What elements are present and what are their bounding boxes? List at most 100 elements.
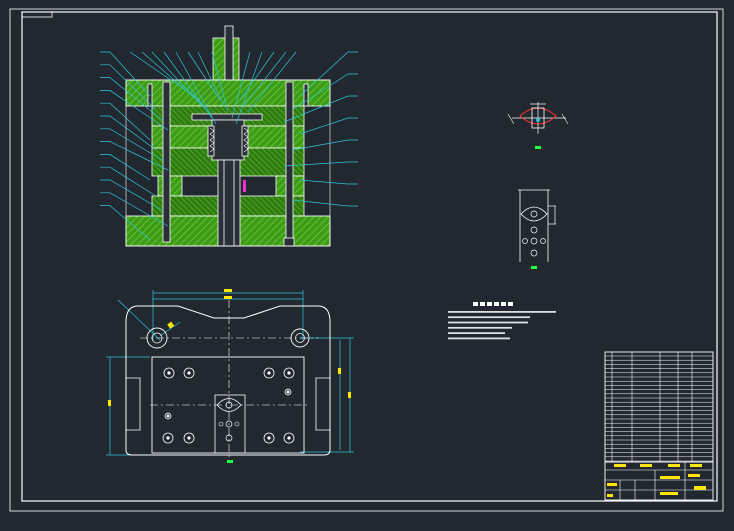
leader-line bbox=[235, 51, 263, 125]
screw-left-top bbox=[147, 83, 153, 107]
leader-line bbox=[299, 179, 358, 185]
leader-line bbox=[197, 51, 225, 107]
text-line bbox=[448, 326, 512, 329]
screw-hole bbox=[283, 432, 295, 444]
title-cell-label bbox=[668, 464, 680, 467]
die-set-outline bbox=[125, 305, 331, 456]
part-profile-plan bbox=[216, 398, 242, 412]
text-line bbox=[448, 332, 505, 334]
leader-line bbox=[100, 192, 169, 227]
title-cell-label bbox=[688, 474, 700, 477]
screw-hole-center bbox=[166, 414, 170, 418]
part-hole-plan bbox=[225, 420, 233, 428]
leader-line bbox=[100, 64, 157, 111]
leader-line bbox=[100, 179, 163, 211]
ejector-rod bbox=[224, 25, 234, 87]
leader-line bbox=[100, 141, 169, 171]
dim-label-width-2 bbox=[224, 296, 232, 299]
strip-hole bbox=[540, 238, 546, 244]
corner-label-box bbox=[21, 11, 53, 18]
leader-line bbox=[283, 161, 358, 167]
strip-hole bbox=[530, 210, 538, 218]
center-punch bbox=[217, 159, 241, 247]
leader-line bbox=[100, 102, 151, 141]
punch-body bbox=[211, 119, 245, 161]
heading-glyph bbox=[480, 302, 485, 306]
screw-hole bbox=[263, 432, 275, 444]
heading-glyph bbox=[487, 302, 492, 306]
strip-label-marker bbox=[531, 266, 537, 269]
part-hole-plan bbox=[218, 421, 224, 427]
dim-label-height-left bbox=[108, 400, 111, 406]
leader-line bbox=[100, 128, 163, 161]
part-hole-plan bbox=[234, 421, 240, 427]
leader-line bbox=[291, 139, 358, 151]
leader-line bbox=[151, 51, 209, 113]
text-line bbox=[448, 337, 510, 340]
title-cell-label bbox=[690, 464, 702, 467]
part-tick bbox=[561, 113, 569, 125]
leader-line bbox=[100, 115, 157, 151]
screw-hole-center bbox=[166, 436, 170, 440]
title-cell-label bbox=[660, 476, 680, 479]
heading-glyph bbox=[494, 302, 499, 306]
leader-line bbox=[100, 90, 169, 131]
leader-line bbox=[283, 95, 358, 123]
leader-line bbox=[243, 51, 287, 107]
leader-line bbox=[187, 51, 221, 101]
part-hole-plan bbox=[225, 434, 233, 442]
leader-line bbox=[299, 117, 358, 135]
screw-hole bbox=[283, 367, 295, 379]
leader-line bbox=[211, 51, 229, 113]
title-cell-label bbox=[607, 494, 613, 497]
heading-glyph bbox=[508, 302, 513, 306]
ear-left bbox=[126, 377, 141, 431]
outer-sheet-border bbox=[9, 8, 724, 512]
workpiece-blank bbox=[243, 180, 246, 192]
leader-line bbox=[100, 166, 157, 197]
title-cell-label bbox=[607, 483, 617, 486]
leader-line bbox=[291, 73, 358, 111]
leader-line bbox=[239, 51, 275, 101]
leader-line bbox=[231, 51, 251, 119]
screw-hole bbox=[164, 412, 172, 420]
screw-hole bbox=[284, 388, 292, 396]
coil-spring bbox=[209, 127, 215, 153]
dim-label-width bbox=[224, 289, 232, 292]
title-cell-label bbox=[614, 464, 626, 467]
tech-req-heading bbox=[473, 302, 513, 306]
bottom-nut bbox=[283, 237, 295, 247]
upper-die-plate bbox=[125, 79, 331, 107]
leader-line bbox=[100, 154, 151, 181]
screw-hole-center bbox=[167, 371, 171, 375]
heading-glyph bbox=[501, 302, 506, 306]
part-detail-strip bbox=[518, 189, 556, 269]
parts-list-rows bbox=[605, 355, 713, 462]
screw-hole-center bbox=[287, 371, 291, 375]
leader-line bbox=[299, 51, 358, 97]
punch-insert-plan bbox=[214, 394, 246, 454]
strip-part-profile bbox=[520, 206, 548, 222]
strip-hole bbox=[522, 238, 528, 244]
screw-hole bbox=[183, 432, 195, 444]
title-block-frame bbox=[604, 351, 714, 501]
leader-line bbox=[100, 77, 163, 121]
top-plan-view bbox=[106, 289, 354, 463]
part-profile-red bbox=[519, 107, 557, 125]
part-hole-plan bbox=[225, 401, 233, 409]
inner-sheet-border bbox=[21, 11, 718, 502]
leader-line bbox=[175, 51, 217, 125]
screw-right-top bbox=[303, 83, 309, 107]
screw-hole bbox=[263, 367, 275, 379]
coil-spring bbox=[243, 127, 249, 153]
screw-hole-center bbox=[267, 436, 271, 440]
strip-hole bbox=[530, 237, 538, 245]
leader-line bbox=[163, 51, 213, 119]
ear-right bbox=[315, 377, 330, 431]
dim-label-height-right bbox=[338, 368, 341, 374]
title-cell-label bbox=[640, 464, 652, 467]
guide-post-right bbox=[285, 81, 294, 243]
screw-hole-center bbox=[267, 371, 271, 375]
